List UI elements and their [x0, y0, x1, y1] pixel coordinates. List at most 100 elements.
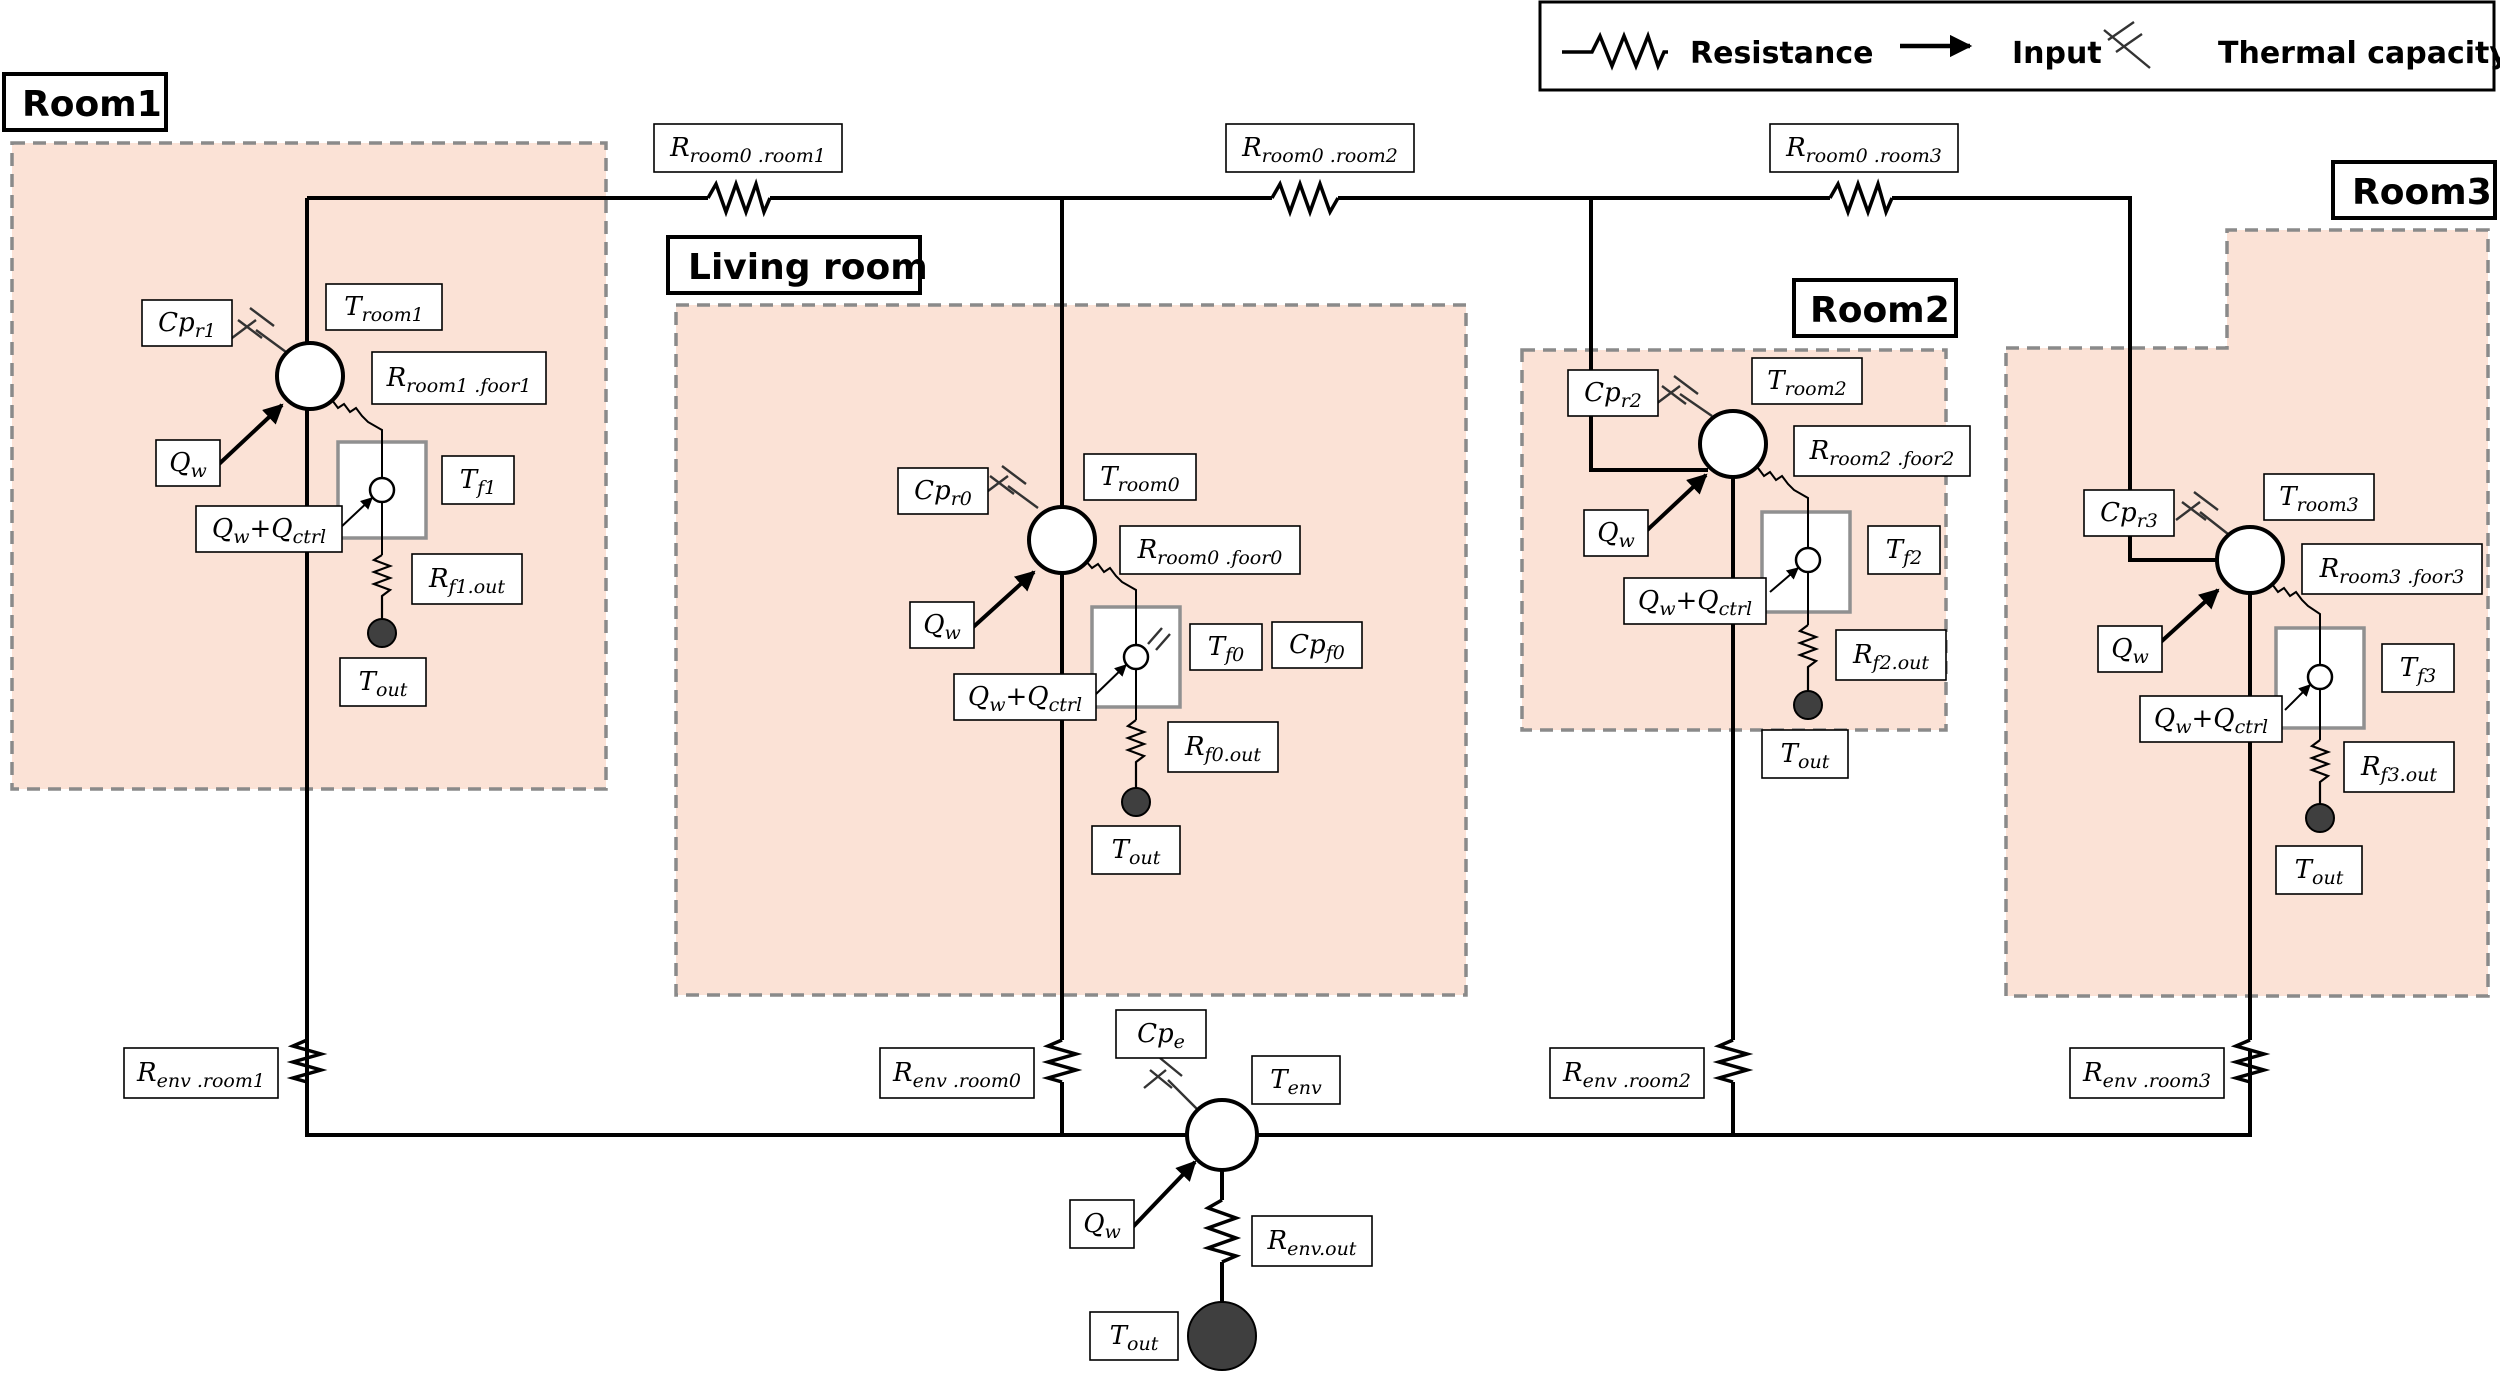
svg-text:Rroom0 .room2: Rroom0 .room2 — [1241, 133, 1398, 167]
living-floor-node — [1122, 643, 1150, 671]
svg-text:Qw: Qw — [169, 448, 207, 482]
label-qw-2: Qw — [1583, 509, 1649, 557]
room3-qw-arrow — [2150, 588, 2220, 652]
room1-subcircuit — [216, 307, 428, 648]
resistor-env-out — [1202, 1198, 1242, 1264]
label-r-room0-foor0: Rroom0 .foor0 — [1119, 525, 1301, 575]
svg-text:Tf2: Tf2 — [1886, 535, 1922, 569]
svg-text:Troom2: Troom2 — [1767, 366, 1846, 400]
label-qwctrl-0: Qw+Qctrl — [953, 673, 1097, 721]
label-t-room1: Troom1 — [325, 283, 443, 331]
label-t-env: Tenv — [1251, 1055, 1341, 1105]
svg-text:Renv .room2: Renv .room2 — [1562, 1058, 1691, 1092]
label-r-room3-foor3: Rroom3 .foor3 — [2301, 543, 2483, 595]
label-qwctrl-1: Qw+Qctrl — [195, 505, 343, 553]
env-node — [1185, 1098, 1259, 1172]
label-r-room0-room1: Rroom0 .room1 — [653, 123, 843, 173]
svg-text:Tf0: Tf0 — [1208, 632, 1244, 666]
resistor-env-room1 — [286, 1038, 328, 1084]
svg-text:Rf1.out: Rf1.out — [428, 564, 505, 598]
svg-text:Cpr0: Cpr0 — [914, 476, 972, 510]
svg-text:Qw+Qctrl: Qw+Qctrl — [2154, 704, 2268, 738]
label-cp-r3: Cpr3 — [2083, 489, 2175, 537]
room2-qw-arrow — [1640, 473, 1708, 537]
zone-titles: Room1 Living room Room2 Room3 — [2, 72, 2497, 338]
label-t-room2: Troom2 — [1751, 357, 1863, 405]
label-qw-e: Qw — [1069, 1199, 1135, 1249]
label-t-f0: Tf0 — [1189, 623, 1263, 671]
svg-text:Qw: Qw — [1597, 518, 1635, 552]
svg-text:Rroom3 .foor3: Rroom3 .foor3 — [2319, 554, 2465, 588]
room3-floor-node — [2306, 663, 2334, 691]
label-t-f2: Tf2 — [1867, 525, 1941, 575]
resistor-env-room0 — [1041, 1038, 1083, 1084]
label-t-f3: Tf3 — [2381, 643, 2455, 693]
resistor-room0-room1 — [706, 178, 772, 218]
svg-text:Qw: Qw — [1083, 1209, 1121, 1243]
label-r-env-room1: Renv .room1 — [123, 1047, 279, 1099]
resistor-env-room3 — [2229, 1038, 2271, 1084]
svg-text:Tenv: Tenv — [1270, 1065, 1322, 1099]
label-t-room3: Troom3 — [2263, 473, 2375, 521]
room1-floor-node — [368, 476, 396, 504]
label-r-f1-out: Rf1.out — [411, 553, 523, 605]
label-t-out-3: Tout — [2275, 845, 2363, 895]
svg-text:Tf1: Tf1 — [460, 465, 496, 499]
svg-text:Renv .room3: Renv .room3 — [2082, 1058, 2211, 1092]
legend-thermal-capacity-icon — [2103, 21, 2151, 69]
legend-input-label: Input — [2012, 36, 2102, 71]
living-room-subcircuit — [968, 465, 1182, 817]
svg-text:Renv .room0: Renv .room0 — [892, 1058, 1021, 1092]
room2-title: Room2 — [1810, 290, 1950, 331]
label-t-out-1: Tout — [339, 657, 427, 707]
label-r-env-room2: Renv .room2 — [1549, 1047, 1705, 1099]
svg-text:Rf0.out: Rf0.out — [1184, 732, 1261, 766]
room3-title: Room3 — [2352, 172, 2492, 213]
label-qw-1: Qw — [155, 439, 221, 487]
label-r-env-room3: Renv .room3 — [2069, 1047, 2225, 1099]
svg-text:Cpf0: Cpf0 — [1289, 630, 1345, 664]
svg-text:Qw+Qctrl: Qw+Qctrl — [1638, 586, 1752, 620]
wiring — [305, 196, 2252, 1302]
env-subcircuit — [1128, 1057, 1259, 1371]
label-qwctrl-2: Qw+Qctrl — [1623, 577, 1767, 625]
living-ground — [1121, 787, 1151, 817]
label-cp-r2: Cpr2 — [1567, 369, 1659, 417]
svg-text:Tout: Tout — [359, 667, 408, 701]
label-cp-r0: Cpr0 — [897, 467, 989, 515]
svg-text:Rroom1 .foor1: Rroom1 .foor1 — [386, 363, 532, 397]
svg-text:Troom1: Troom1 — [344, 292, 423, 326]
svg-text:Tout: Tout — [1112, 835, 1161, 869]
svg-text:Troom0: Troom0 — [1100, 462, 1179, 496]
legend-resistance-label: Resistance — [1690, 36, 1874, 71]
svg-text:Cpe: Cpe — [1137, 1019, 1185, 1053]
svg-text:Rroom0 .room3: Rroom0 .room3 — [1785, 133, 1942, 167]
label-qw-3: Qw — [2097, 625, 2163, 673]
legend-box — [1538, 0, 2496, 92]
label-r-f0-out: Rf0.out — [1167, 721, 1279, 773]
room2-ground — [1793, 690, 1823, 720]
label-r-room0-room2: Rroom0 .room2 — [1225, 123, 1415, 173]
svg-text:Rf2.out: Rf2.out — [1852, 640, 1929, 674]
label-t-f1: Tf1 — [441, 455, 515, 505]
living-room-title: Living room — [688, 247, 928, 288]
svg-text:Tout: Tout — [1781, 739, 1830, 773]
svg-text:Rf3.out: Rf3.out — [2360, 752, 2437, 786]
label-r-room2-foor2: Rroom2 .foor2 — [1793, 425, 1971, 477]
room1-ground — [367, 618, 397, 648]
label-cp-e: Cpe — [1115, 1009, 1207, 1059]
room2-air-node — [1698, 409, 1768, 479]
label-t-out-0: Tout — [1091, 825, 1181, 875]
svg-text:Qw: Qw — [923, 610, 961, 644]
room1-qw-arrow — [216, 403, 284, 467]
legend-thermal-capacity-label: Thermal capacity — [2218, 36, 2500, 71]
living-air-node — [1027, 505, 1097, 575]
label-r-room1-foor1: Rroom1 .foor1 — [371, 351, 547, 405]
svg-text:Qw+Qctrl: Qw+Qctrl — [212, 514, 326, 548]
svg-text:Renv.out: Renv.out — [1267, 1226, 1357, 1260]
label-qw-0: Qw — [909, 601, 975, 649]
label-r-f3-out: Rf3.out — [2343, 741, 2455, 793]
label-t-out-e: Tout — [1089, 1311, 1179, 1361]
label-r-env-out: Renv.out — [1251, 1215, 1373, 1267]
